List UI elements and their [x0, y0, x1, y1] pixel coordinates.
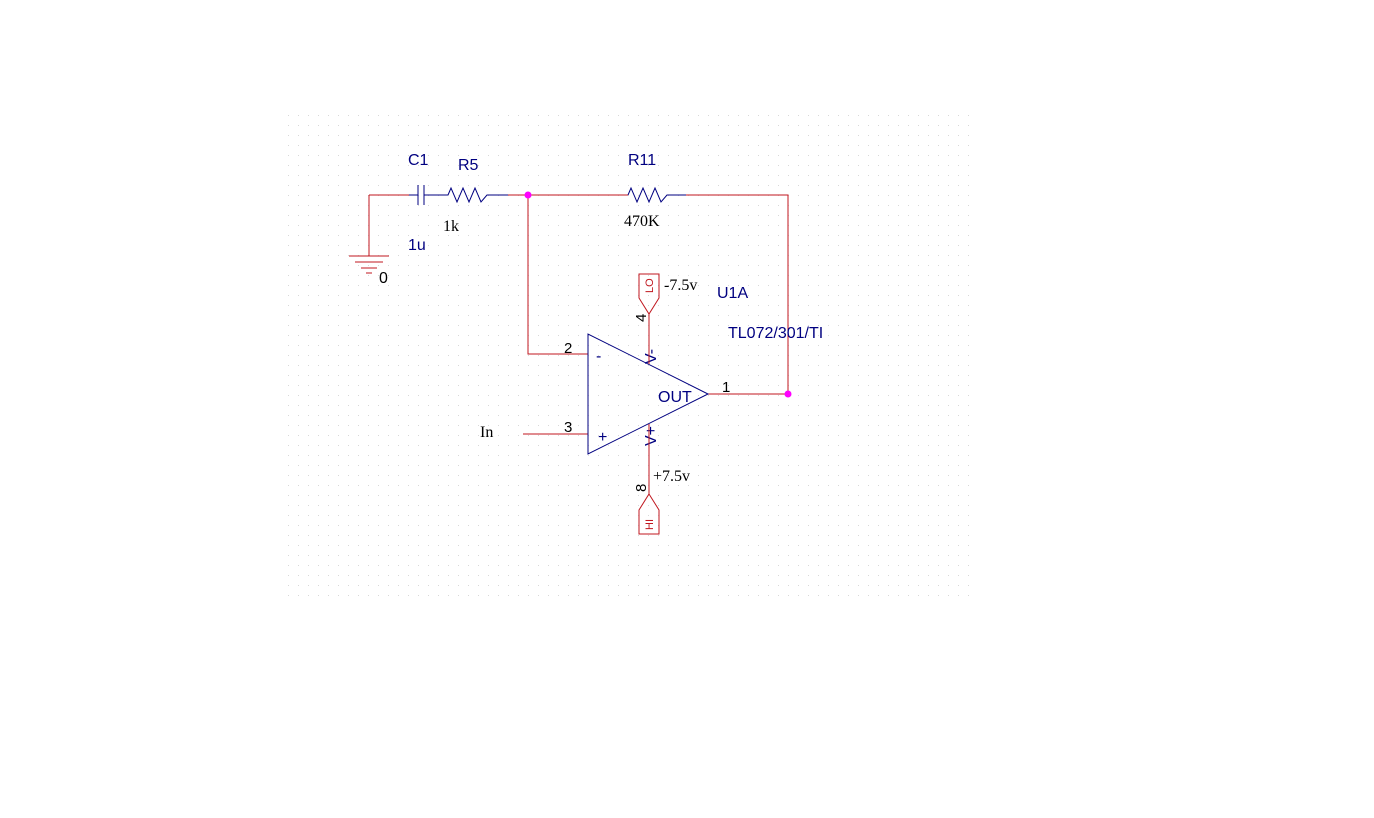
junction-dot-out: [784, 390, 792, 398]
pin-3-label: 3: [564, 419, 572, 436]
resistor-r11[interactable]: R11 470K: [624, 152, 686, 230]
neg-port-text: LO: [644, 278, 656, 293]
neg-supply-port[interactable]: LO: [638, 273, 660, 315]
wire-feedback[interactable]: [686, 194, 789, 394]
u1a-part: TL072/301/TI: [728, 325, 823, 342]
r11-value: 470K: [624, 213, 660, 230]
pos-supply-label: +7.5v: [653, 468, 690, 485]
c1-ref: C1: [408, 152, 429, 169]
pos-port-text: HI: [644, 519, 656, 530]
pin-1-label: 1: [722, 379, 730, 396]
wire-inv-input[interactable]: [527, 195, 588, 355]
r5-ref: R5: [458, 157, 479, 174]
resistor-r5[interactable]: R5 1k: [443, 157, 508, 235]
opamp-u1a[interactable]: - + OUT V- V+ U1A TL072/301/TI: [587, 285, 823, 455]
opamp-vneg-label: V-: [643, 349, 660, 364]
pin-2-label: 2: [564, 340, 572, 357]
grid-dots: [288, 115, 969, 596]
capacitor-c1[interactable]: C1 1u: [408, 152, 448, 254]
opamp-vpos-label: V+: [643, 426, 660, 446]
c1-value: 1u: [408, 237, 426, 254]
pos-supply-port[interactable]: HI: [638, 493, 660, 535]
input-net-label: In: [480, 424, 493, 441]
opamp-inv-sign: -: [596, 348, 601, 365]
opamp-noninv-sign: +: [598, 429, 607, 446]
pin-4-label: 4: [633, 314, 650, 322]
r11-ref: R11: [628, 152, 656, 169]
u1a-ref: U1A: [717, 285, 748, 302]
opamp-out-label: OUT: [658, 389, 692, 406]
pin-8-label: 8: [633, 484, 650, 492]
ground-symbol[interactable]: 0: [349, 195, 389, 287]
neg-supply-label: -7.5v: [664, 277, 697, 294]
junction-dot-inv: [524, 191, 532, 199]
r5-value: 1k: [443, 218, 459, 235]
ground-net-label: 0: [379, 270, 388, 287]
